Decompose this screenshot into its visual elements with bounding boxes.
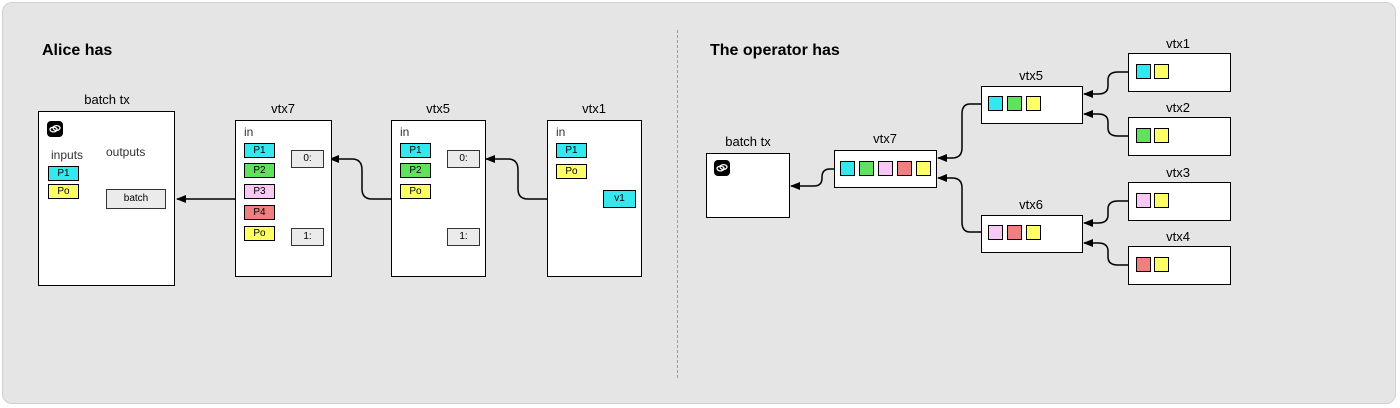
arrow-vtx1-to-vtx5 xyxy=(485,155,548,200)
swatch-yellow xyxy=(1026,96,1041,111)
swatch-cyan xyxy=(1136,64,1151,79)
in-label: in xyxy=(400,125,410,139)
swatch-pink xyxy=(1136,193,1151,208)
vtx5-title-r: vtx5 xyxy=(1019,68,1043,83)
arrow-vtx2-to-vtx5-r xyxy=(1083,110,1129,137)
vtx6-title-r: vtx6 xyxy=(1019,197,1043,212)
input-tag-po: Po xyxy=(400,184,431,199)
input-tag-p1: P1 xyxy=(244,143,275,158)
input-tag-p2: P2 xyxy=(400,163,431,178)
batch-tx-title: batch tx xyxy=(84,92,130,107)
vtx5-box-r xyxy=(981,86,1083,124)
input-tag-po: Po xyxy=(244,226,275,241)
batch-tx-title-r: batch tx xyxy=(725,134,771,149)
vtx2-box-r xyxy=(1128,117,1231,156)
input-tag-p2: P2 xyxy=(244,163,275,178)
arrow-vtx1-to-vtx5-r xyxy=(1083,71,1129,98)
arrow-vtx6-to-vtx7-r xyxy=(937,174,981,233)
arrow-vtx7-to-batch-r xyxy=(790,168,834,190)
swatch-pink xyxy=(988,225,1003,240)
section-heading-operator: The operator has xyxy=(710,42,840,59)
vtx4-title-r: vtx4 xyxy=(1166,229,1190,244)
vtx7-box-r xyxy=(834,150,937,188)
batch-tx-box: inputs outputs P1 Po batch xyxy=(38,111,175,286)
section-heading-alice: Alice has xyxy=(42,42,113,59)
vtx3-box-r xyxy=(1128,182,1231,221)
swatch-yellow xyxy=(1154,257,1169,272)
swatch-green xyxy=(859,161,874,176)
swatch-cyan xyxy=(988,96,1003,111)
swatch-cyan xyxy=(840,161,855,176)
swatch-yellow xyxy=(1154,193,1169,208)
batch-logo-icon xyxy=(47,121,63,137)
vtx5-title: vtx5 xyxy=(426,101,450,116)
vtx4-box-r xyxy=(1128,246,1231,285)
swatch-green xyxy=(1007,96,1022,111)
vtx7-title: vtx7 xyxy=(271,101,295,116)
vtx6-box-r xyxy=(981,215,1083,253)
output-slot-1: 1: xyxy=(291,228,324,246)
output-slot-0: 0: xyxy=(291,150,324,168)
input-tag-p1: P1 xyxy=(556,143,587,158)
vtx1-title: vtx1 xyxy=(582,101,606,116)
vtx2-title-r: vtx2 xyxy=(1166,100,1190,115)
swatch-yellow xyxy=(1026,225,1041,240)
vtx5-box: in P1 P2 Po 0: 1: xyxy=(391,120,486,277)
swatch-red xyxy=(897,161,912,176)
vtx7-box: in P1 P2 P3 P4 Po 0: 1: xyxy=(235,120,332,277)
arrow-vtx5-to-vtx7 xyxy=(329,155,392,200)
input-tag-po: Po xyxy=(556,164,587,179)
vtx1-title-r: vtx1 xyxy=(1166,36,1190,51)
input-tag-p3: P3 xyxy=(244,184,275,199)
input-tag-p4: P4 xyxy=(244,205,275,220)
batch-output: batch xyxy=(106,189,166,209)
swatch-red xyxy=(1007,225,1022,240)
outputs-label: outputs xyxy=(106,145,146,159)
output-slot-1: 1: xyxy=(447,228,480,246)
in-label: in xyxy=(244,125,254,139)
arrow-vtx5-to-vtx7-r xyxy=(937,103,981,162)
inputs-label: inputs xyxy=(51,148,84,162)
in-label: in xyxy=(556,125,566,139)
input-tag-p1: P1 xyxy=(400,143,431,158)
vtx3-title-r: vtx3 xyxy=(1166,165,1190,180)
swatch-yellow xyxy=(916,161,931,176)
swatch-yellow xyxy=(1154,64,1169,79)
input-tag-po: Po xyxy=(48,184,79,199)
section-divider xyxy=(677,30,678,378)
swatch-green xyxy=(1136,128,1151,143)
swatch-yellow xyxy=(1154,128,1169,143)
batch-tx-box-r xyxy=(706,153,790,218)
vtx1-box: in P1 Po v1 xyxy=(547,120,642,277)
swatch-red xyxy=(1136,257,1151,272)
arrow-vtx3-to-vtx6-r xyxy=(1083,200,1129,227)
vtx7-title-r: vtx7 xyxy=(873,131,897,146)
swatch-pink xyxy=(878,161,893,176)
output-v1: v1 xyxy=(603,190,636,208)
batch-logo-icon xyxy=(714,160,730,176)
arrow-vtx4-to-vtx6-r xyxy=(1083,239,1129,266)
input-tag-p1: P1 xyxy=(48,166,79,181)
vtx1-box-r xyxy=(1128,53,1231,92)
output-slot-0: 0: xyxy=(447,150,480,168)
